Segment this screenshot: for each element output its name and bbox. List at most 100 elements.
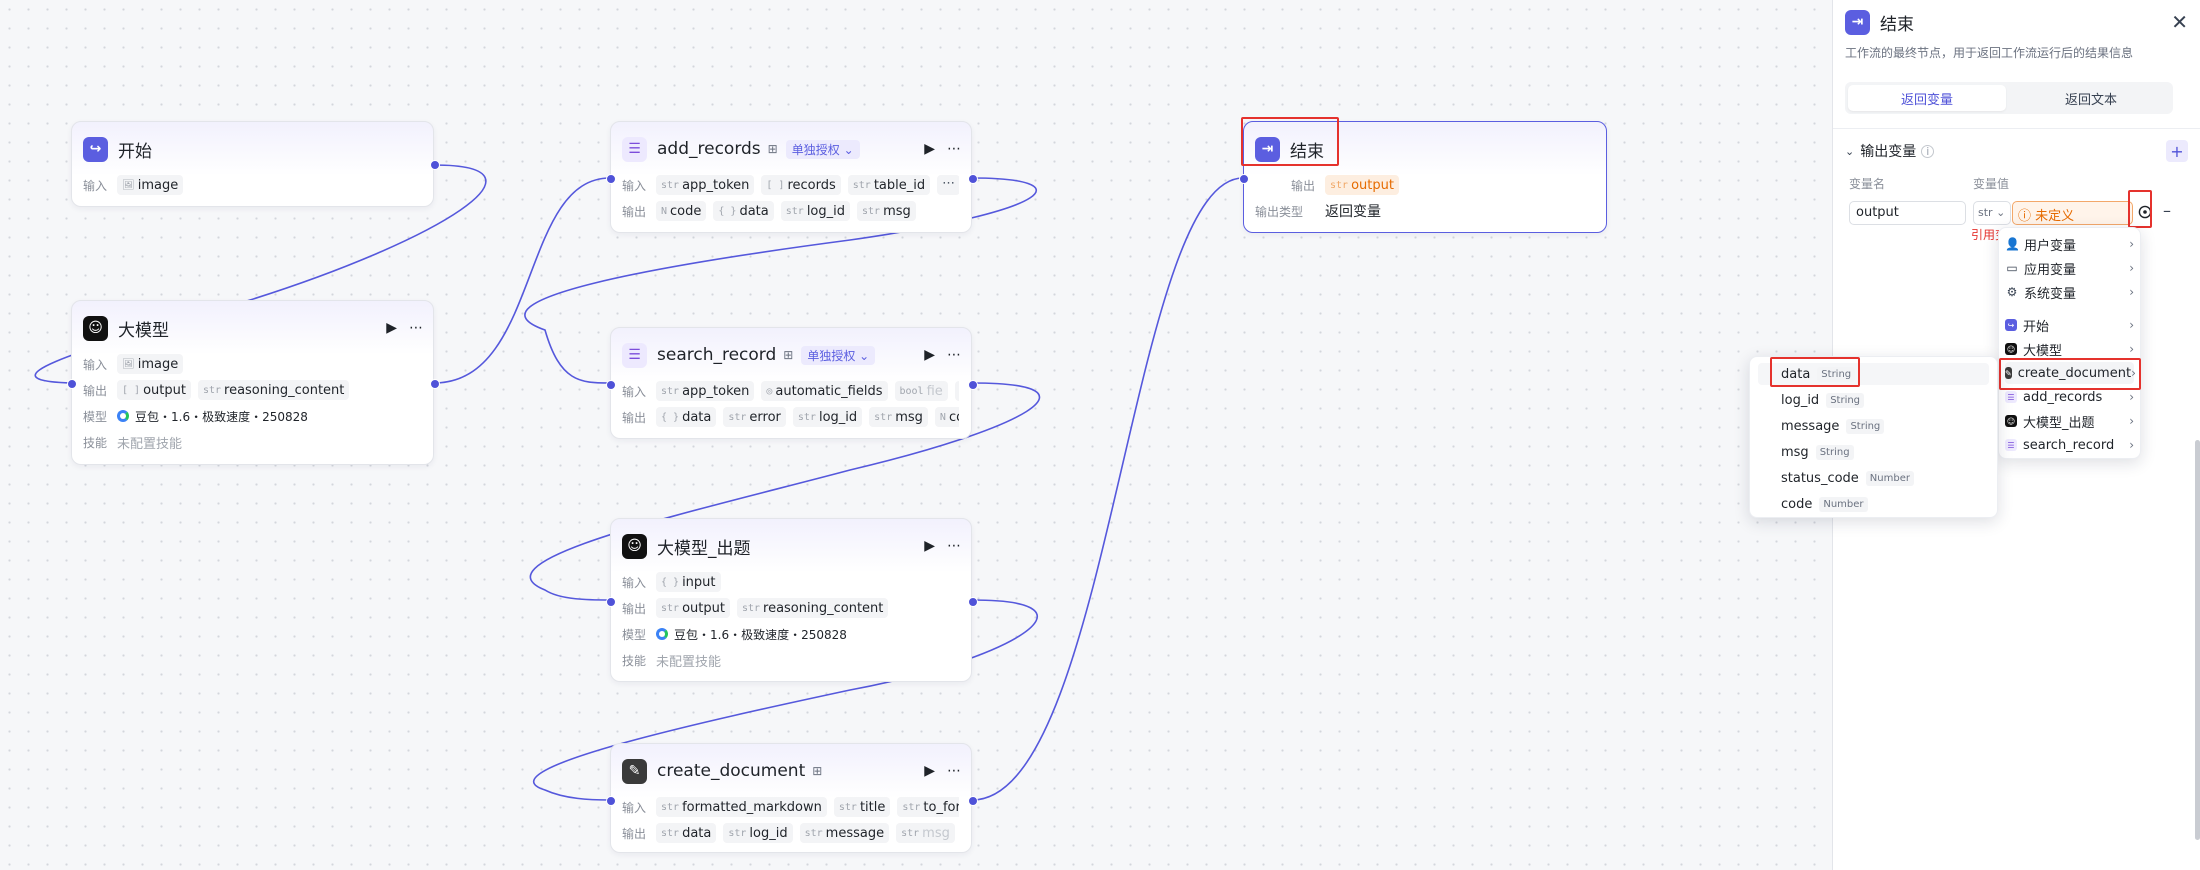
add-variable-button[interactable]: +: [2166, 140, 2188, 162]
menu-item-app-vars[interactable]: ▭应用变量›: [2006, 261, 2134, 278]
var-chip: [ ]output: [117, 380, 191, 400]
menu-item-create-document[interactable]: ✎create_document›: [2005, 362, 2136, 384]
tab-return-text[interactable]: 返回文本: [2064, 92, 2117, 108]
node-search-record-title: search_record: [657, 345, 777, 365]
chevron-down-icon[interactable]: ⌄: [1845, 144, 1855, 158]
variable-value-field[interactable]: ⓘ 未定义: [2012, 201, 2133, 225]
tab-return-variable[interactable]: 返回变量: [1848, 85, 2006, 111]
chevron-down-icon: ⌄: [1996, 206, 2006, 219]
target-icon: [2138, 205, 2152, 219]
output-port[interactable]: [968, 380, 978, 390]
doc-node-icon: ✎: [622, 758, 647, 784]
run-icon[interactable]: ▶: [924, 763, 935, 779]
variable-source-menu: 👤用户变量› ▭应用变量› ⚙系统变量› ↪开始› ☺大模型› ✎create_…: [1998, 227, 2141, 459]
node-llm-quiz-input-row: 输入 { }input: [622, 571, 959, 593]
node-start-header: ↪ 开始: [83, 135, 423, 163]
chevron-right-icon: ›: [2129, 438, 2134, 452]
input-port[interactable]: [67, 379, 77, 389]
menu-item-llm-quiz[interactable]: ☺大模型_出题›: [2005, 414, 2134, 431]
input-port[interactable]: [606, 174, 616, 184]
variable-type-select[interactable]: str ⌄: [1973, 201, 2011, 225]
more-vars-icon[interactable]: ⋯: [954, 381, 959, 401]
auth-badge[interactable]: 单独授权 ⌄: [785, 139, 860, 159]
input-port[interactable]: [606, 597, 616, 607]
var-chip: { }input: [656, 572, 721, 592]
node-create-document-title: create_document: [657, 761, 806, 781]
col-head-name: 变量名: [1849, 177, 1886, 191]
run-icon[interactable]: ▶: [924, 141, 935, 157]
remove-variable-button[interactable]: –: [2163, 201, 2171, 220]
node-llm-input-row: 输入 🖼image: [83, 353, 421, 375]
workflow-canvas[interactable]: ↪ 开始 输入 🖼image ☺ 大模型 ▶ ⋯ 输入 🖼image 输出 [ …: [0, 0, 1832, 870]
more-icon[interactable]: ⋯: [947, 141, 961, 157]
close-icon[interactable]: ✕: [2171, 10, 2188, 34]
panel-description: 工作流的最终节点，用于返回工作流运行后的结果信息: [1845, 46, 2134, 60]
skill-label: 技能: [83, 435, 108, 450]
doc-node-icon: ✎: [2005, 367, 2012, 379]
node-end-title: 结束: [1290, 141, 1324, 162]
output-label: 输出: [1290, 178, 1315, 193]
output-port[interactable]: [968, 174, 978, 184]
node-llm-title: 大模型: [118, 320, 169, 341]
menu-item-user-vars[interactable]: 👤用户变量›: [2005, 237, 2134, 254]
output-port[interactable]: [430, 379, 440, 389]
output-label: 输出: [622, 826, 647, 841]
node-start[interactable]: ↪ 开始 输入 🖼image: [71, 121, 440, 207]
warning-icon: ⓘ: [2018, 209, 2032, 224]
variable-name-input[interactable]: output: [1849, 201, 1966, 225]
panel-scrollbar[interactable]: [2195, 440, 2200, 840]
run-icon[interactable]: ▶: [924, 538, 935, 554]
more-icon[interactable]: ⋯: [947, 763, 961, 779]
output-port[interactable]: [968, 796, 978, 806]
more-icon[interactable]: ⋯: [947, 538, 961, 554]
gear-icon: ⚙: [2006, 285, 2018, 299]
plugin-icon: ⊞: [812, 764, 823, 778]
node-start-input-row: 输入 🖼image: [83, 174, 421, 196]
input-port[interactable]: [606, 796, 616, 806]
more-icon[interactable]: ⋯: [947, 347, 961, 363]
node-llm-header: ☺ 大模型 ▶ ⋯: [83, 314, 423, 342]
node-llm-skill-row: 技能 未配置技能: [83, 431, 421, 453]
output-label: 输出: [622, 204, 647, 219]
menu-item-search-record[interactable]: ☰search_record›: [2005, 434, 2134, 456]
reference-variable-button[interactable]: [2135, 202, 2155, 222]
menu-item-start[interactable]: ↪开始›: [2005, 314, 2134, 336]
menu-item-system-vars[interactable]: ⚙系统变量›: [2006, 285, 2134, 302]
output-port[interactable]: [968, 597, 978, 607]
input-port[interactable]: [606, 380, 616, 390]
table-node-icon: ☰: [622, 342, 647, 368]
menu-item-add-records[interactable]: ☰add_records›: [2005, 386, 2134, 408]
more-vars-icon[interactable]: ⋯: [937, 175, 959, 195]
run-icon[interactable]: ▶: [924, 347, 935, 363]
menu-item-llm[interactable]: ☺大模型›: [2005, 342, 2134, 359]
var-chip: { }data: [713, 201, 774, 221]
more-icon[interactable]: ⋯: [409, 320, 423, 336]
run-icon[interactable]: ▶: [386, 320, 397, 336]
auth-badge[interactable]: 单独授权 ⌄: [801, 345, 876, 365]
input-port[interactable]: [1239, 174, 1249, 184]
output-port[interactable]: [430, 160, 440, 170]
